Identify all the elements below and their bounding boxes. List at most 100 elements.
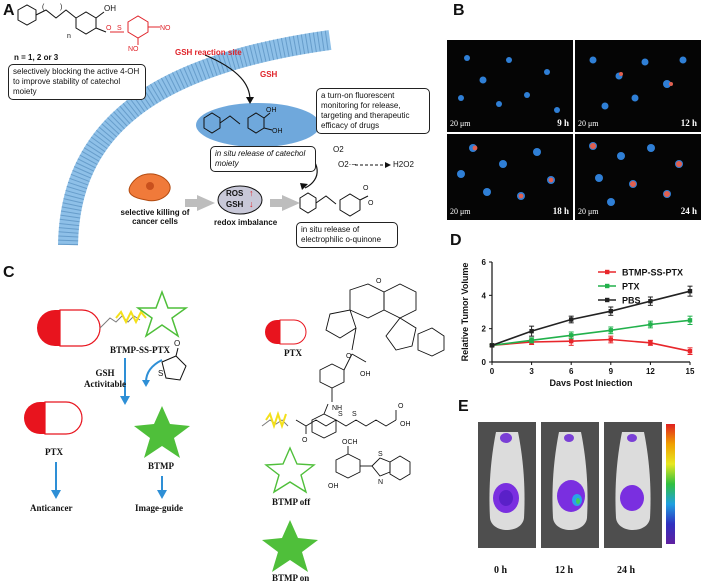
scale-bar-label: 20 μm xyxy=(578,207,599,216)
svg-text:O: O xyxy=(398,403,404,410)
data-point-pbs xyxy=(529,328,534,334)
btmp-on-star-icon xyxy=(134,406,190,458)
panel-d-letter: D xyxy=(450,232,462,249)
legend-btmp-off-star-icon xyxy=(264,446,316,494)
ptx-structure xyxy=(311,283,445,439)
gsh-arrow-label: GSH xyxy=(260,70,278,79)
svg-text:OH: OH xyxy=(400,421,411,428)
panel-b-letter: B xyxy=(453,2,465,19)
data-point-pbs xyxy=(569,317,574,322)
x-axis-label: Days Post Injection xyxy=(549,378,632,386)
x-tick-label: 0 xyxy=(490,367,495,376)
legend-linker-icon xyxy=(265,410,287,430)
panel-c-scheme: O S xyxy=(24,278,445,572)
legend-marker-pbs xyxy=(605,297,610,303)
data-point-btmp-ss-ptx xyxy=(608,337,613,342)
x-tick-label: 9 xyxy=(609,367,614,376)
prodrug-label: BTMP-SS-PTX xyxy=(110,345,171,355)
mouse-image-0h xyxy=(478,422,536,548)
linker-icon xyxy=(115,309,147,325)
time-label-24h: 24 h xyxy=(617,565,636,576)
microscopy-image-18h: 20 μm 18 h xyxy=(447,134,573,220)
x-tick-label: 6 xyxy=(569,367,574,376)
svg-text:S: S xyxy=(117,25,122,32)
svg-text:OH: OH xyxy=(104,4,116,13)
btmp-released-label: BTMP xyxy=(148,461,174,471)
svg-text:O: O xyxy=(346,353,352,360)
svg-text:(: ( xyxy=(42,4,45,11)
quinone-release-note: in situ release of electrophilic o-quino… xyxy=(296,222,398,248)
data-point-ptx xyxy=(569,333,574,338)
data-point-btmp-ss-ptx xyxy=(687,348,693,354)
svg-text:NO: NO xyxy=(160,25,171,32)
ptx-capsule-released-icon xyxy=(24,401,83,435)
svg-text:O: O xyxy=(368,200,374,207)
svg-text:S: S xyxy=(338,411,343,418)
n-label: n = 1, 2 or 3 xyxy=(14,53,59,62)
data-point-pbs xyxy=(648,298,653,304)
panel-c-letter: C xyxy=(3,264,15,281)
data-point-ptx xyxy=(648,322,653,327)
redox-label: redox imbalance xyxy=(214,218,278,227)
data-point-pbs xyxy=(489,343,495,348)
data-point-pbs xyxy=(608,308,613,314)
svg-text:S: S xyxy=(158,369,163,378)
catechol-release-note: in situ release of catechol moiety xyxy=(210,146,316,172)
scale-bar-label: 20 μm xyxy=(450,207,471,216)
legend-label-btmp-ss-ptx: BTMP-SS-PTX xyxy=(622,268,683,278)
legend-marker-btmp-ss-ptx xyxy=(605,269,610,275)
catechol-structure xyxy=(203,112,273,134)
series-line-ptx xyxy=(491,319,691,347)
x-tick-label: 3 xyxy=(529,367,534,376)
legend-btmp-on-label: BTMP on xyxy=(272,573,310,583)
legend-btmp-off-label: BTMP off xyxy=(272,497,311,507)
panel-a-letter: A xyxy=(3,2,15,19)
x-tick-label: 15 xyxy=(686,367,695,376)
activation-label: GSH Activitable xyxy=(84,368,126,389)
grey-arrow-1 xyxy=(270,195,300,211)
time-label: 18 h xyxy=(552,206,569,216)
y-tick-label: 0 xyxy=(482,358,487,367)
imageguide-label: Image-guide xyxy=(135,503,183,513)
linker-structure xyxy=(295,419,397,427)
y-tick-label: 2 xyxy=(482,325,487,334)
y-tick-label: 4 xyxy=(482,291,487,300)
svg-text:S: S xyxy=(352,411,357,418)
time-label: 9 h xyxy=(557,118,569,128)
anticancer-label: Anticancer xyxy=(30,503,73,513)
time-label: 12 h xyxy=(680,118,697,128)
legend-label-pbs: PBS xyxy=(622,296,641,306)
data-point-btmp-ss-ptx xyxy=(569,338,574,344)
svg-text:NH: NH xyxy=(332,405,342,412)
microscopy-image-9h: 20 μm 9 h xyxy=(447,40,573,132)
ros-label: ROS xyxy=(226,189,244,198)
svg-text:OH: OH xyxy=(272,128,283,135)
y-tick-label: 6 xyxy=(482,258,487,267)
data-point-pbs xyxy=(687,288,693,294)
gsh-site-label: GSH reaction site xyxy=(175,48,242,57)
catechol-highlight-ellipse xyxy=(196,103,320,147)
scale-bar-label: 20 μm xyxy=(578,119,599,128)
btmp-off-star-icon xyxy=(135,289,189,338)
svg-text:O: O xyxy=(363,185,369,192)
monitoring-note: a turn-on fluorescent monitoring for rel… xyxy=(316,88,430,134)
killing-label: selective killing of cancer cells xyxy=(120,208,190,226)
legend-label-ptx: PTX xyxy=(622,282,640,292)
svg-text:O: O xyxy=(302,437,308,444)
time-label: 24 h xyxy=(680,206,697,216)
data-point-ptx xyxy=(529,338,534,343)
data-point-ptx xyxy=(608,328,613,333)
btmp-structure xyxy=(335,446,411,481)
gsh-inner-label: GSH xyxy=(226,200,244,209)
microscopy-image-12h: 20 μm 12 h xyxy=(575,40,701,132)
time-label-0h: 0 h xyxy=(494,565,508,576)
legend-marker-ptx xyxy=(605,283,610,289)
legend-btmp-on-star-icon xyxy=(262,520,318,572)
h2o2-label: H2O2 xyxy=(393,160,414,169)
svg-text:O: O xyxy=(106,25,112,32)
data-point-btmp-ss-ptx xyxy=(648,340,653,346)
ptx-capsule-icon xyxy=(37,309,101,347)
color-scale-bar xyxy=(666,424,675,544)
panel-a-scheme: ( ) OH O S NO NO n OH OH xyxy=(17,4,391,246)
